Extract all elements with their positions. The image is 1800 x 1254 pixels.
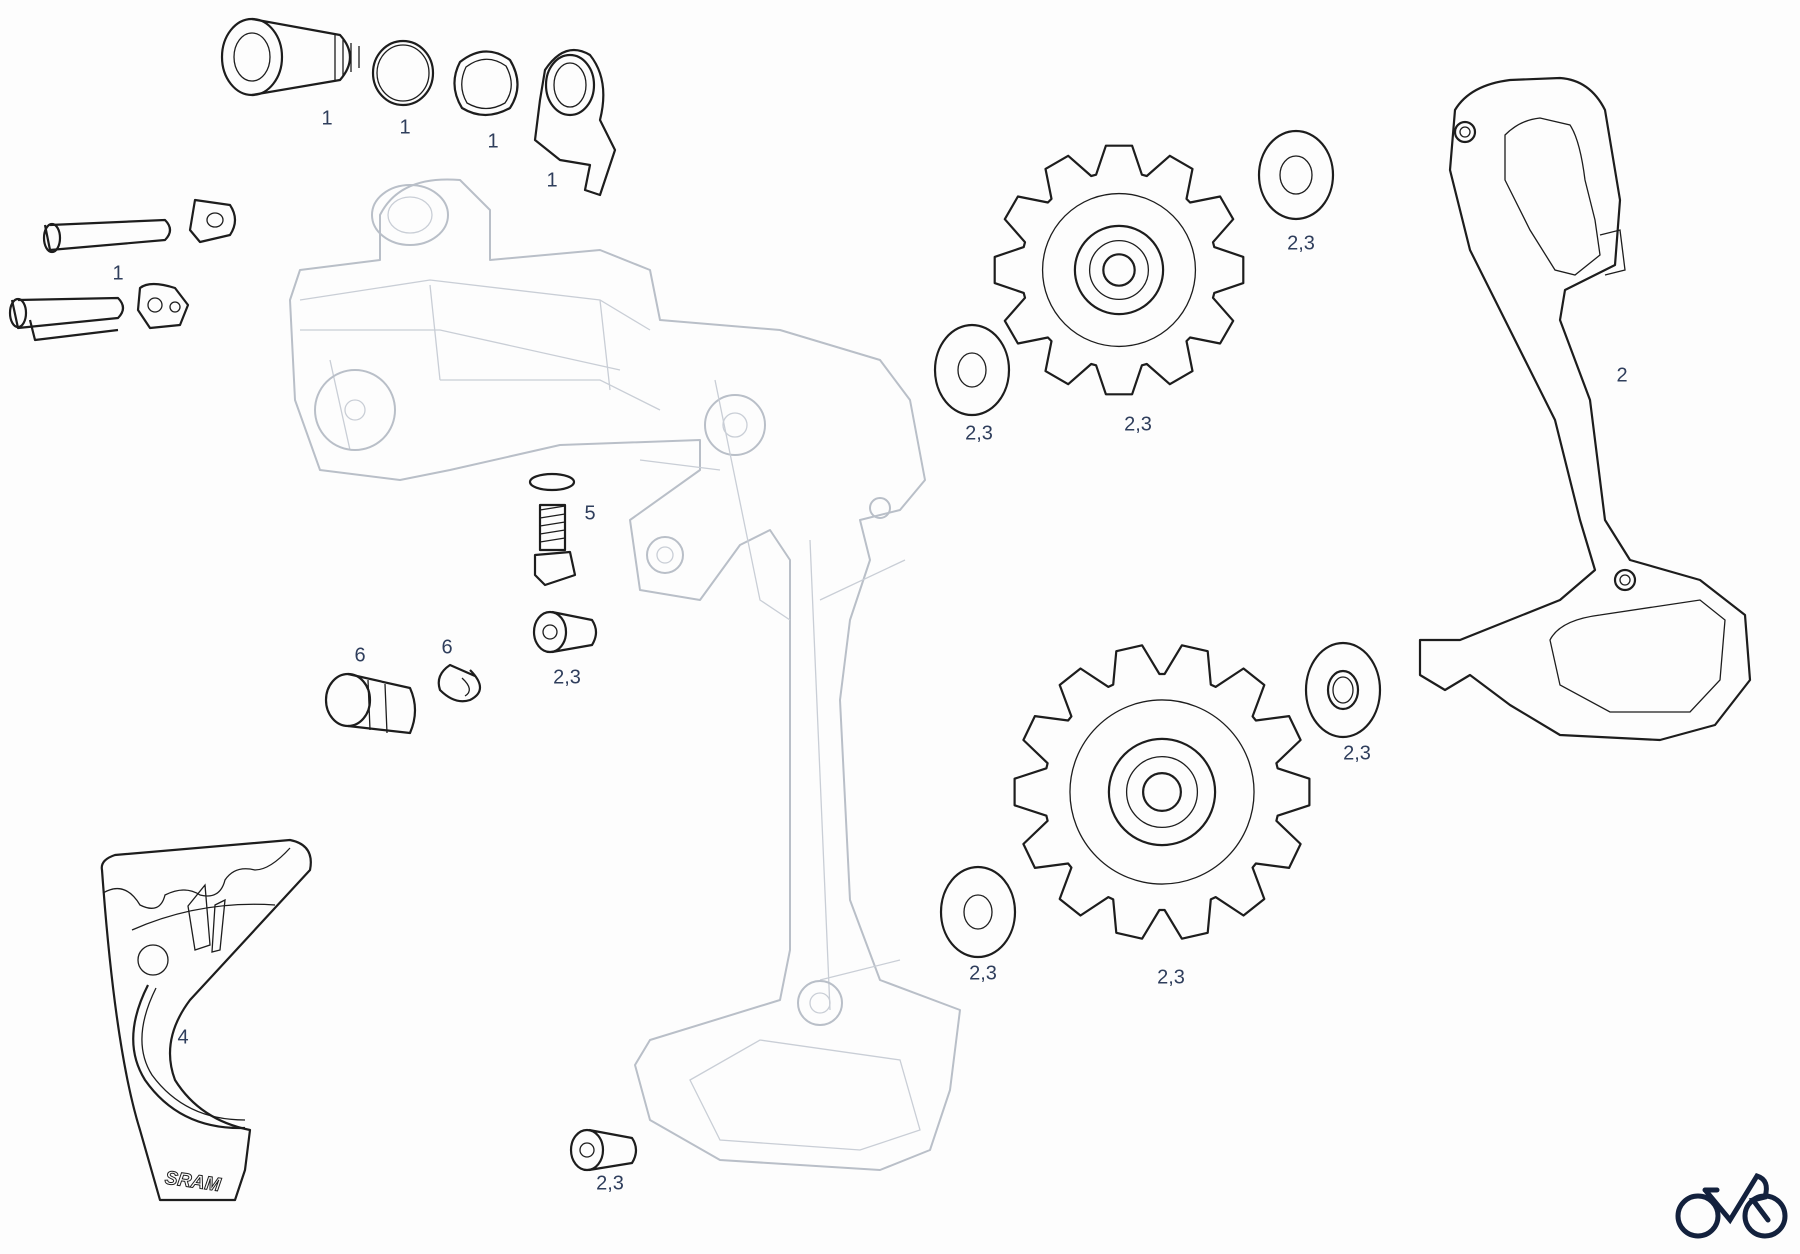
chain-guide-part: SRAM: [100, 838, 312, 1202]
callout-label: 1: [546, 169, 558, 192]
gear-hub: [1107, 737, 1217, 847]
cage-plate-part: [1418, 76, 1752, 742]
washer-top-right: [1257, 129, 1335, 221]
callout-label: 2,3: [596, 1172, 624, 1195]
callout-label: 2,3: [1343, 742, 1371, 765]
callout-label: 5: [584, 502, 596, 525]
e-clip-part: [437, 663, 482, 703]
sram-logo: SRAM: [163, 1167, 223, 1197]
pulley-bolt-lower-part: [569, 1128, 638, 1172]
upper-pulley-wheel: [993, 144, 1245, 396]
callout-label: 1: [112, 262, 124, 285]
callout-label: 2,3: [1157, 966, 1185, 989]
bicycle-logo-icon: [1675, 1173, 1788, 1239]
callout-label: 6: [354, 644, 366, 667]
gear-bearing: [1088, 239, 1150, 301]
gear-teeth: [1013, 644, 1311, 940]
round-ring-part: [371, 39, 435, 107]
washer-left-lower: [939, 865, 1017, 959]
square-ring-part: [453, 50, 519, 117]
main-bolt-part: [220, 17, 360, 97]
callout-label: 1: [487, 130, 499, 153]
gear-ring: [1069, 699, 1255, 885]
derailleur-body-ghost: [289, 178, 961, 1171]
gear-bore: [1142, 772, 1182, 812]
gear-hub: [1073, 224, 1165, 316]
gear-teeth: [993, 144, 1245, 396]
pulley-bolt-upper-part: [532, 610, 598, 654]
callout-label: 2,3: [1124, 413, 1152, 436]
callout-label: 2,3: [553, 666, 581, 689]
b-knuckle-cover-part: [533, 48, 617, 197]
gear-bore: [1102, 253, 1136, 287]
callout-label: 2,3: [965, 422, 993, 445]
callout-label: 6: [441, 636, 453, 659]
washer-right-lower: [1304, 641, 1382, 739]
gear-ring: [1041, 192, 1197, 348]
callout-label: 4: [177, 1026, 189, 1049]
pins-part: [8, 198, 237, 342]
limit-screw-part: [528, 472, 577, 587]
callout-label: 1: [321, 107, 333, 130]
callout-label: 2,3: [969, 962, 997, 985]
washer-left-upper: [933, 323, 1011, 417]
lower-pulley-wheel: [1013, 644, 1311, 940]
cable-anchor-part: [324, 672, 417, 735]
callout-label: 2: [1616, 364, 1628, 387]
callout-label: 1: [399, 116, 411, 139]
gear-bearing: [1125, 755, 1199, 829]
svg-text:SRAM: SRAM: [164, 1168, 223, 1197]
callout-label: 2,3: [1287, 232, 1315, 255]
